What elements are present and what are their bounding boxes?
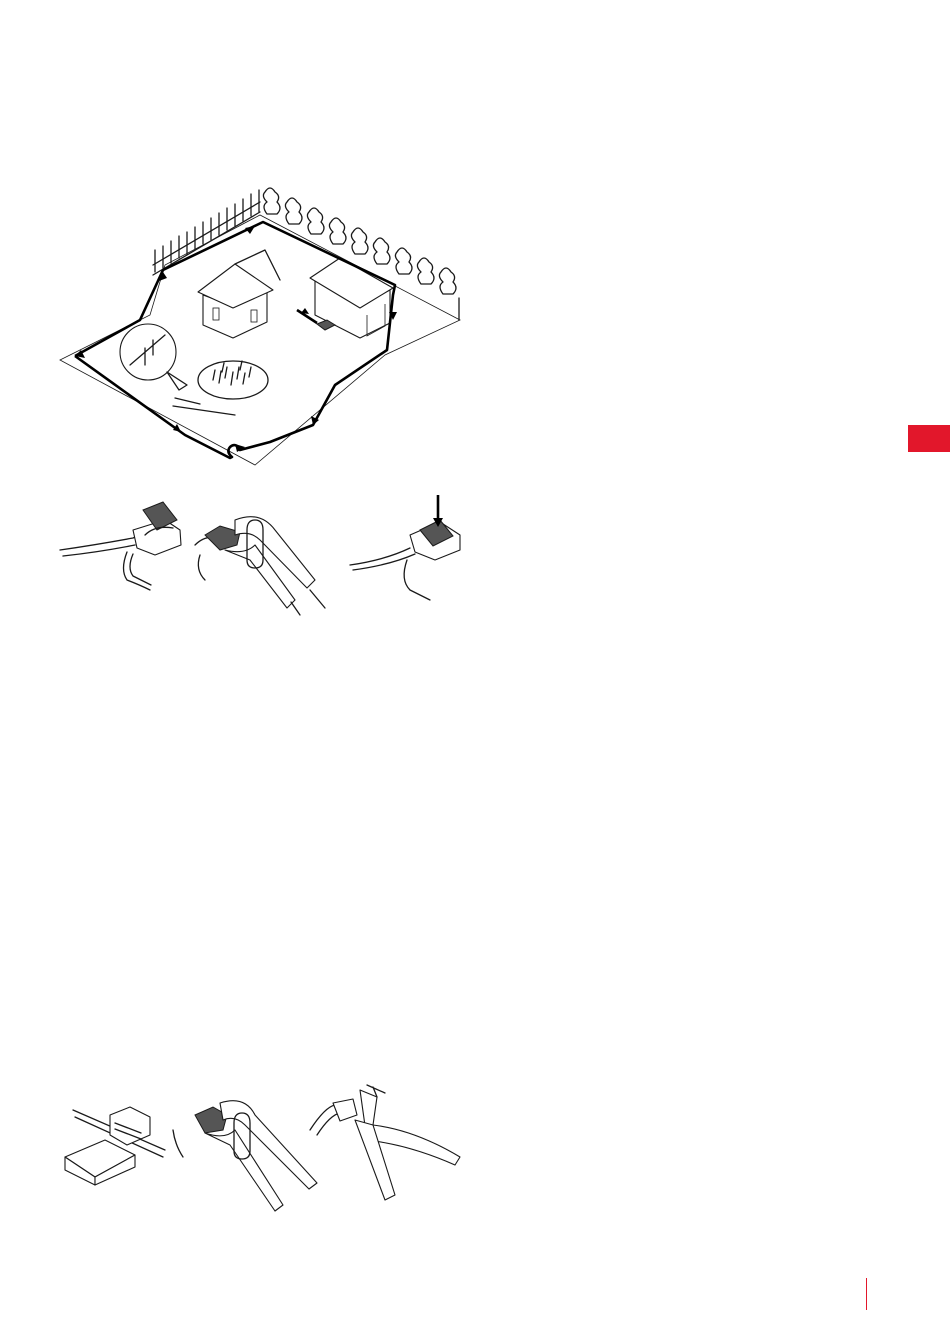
house-left xyxy=(198,250,280,338)
garden-boundary-diagram xyxy=(55,180,475,470)
wire-connector-icon xyxy=(60,502,181,590)
pliers-splice-icon xyxy=(173,1101,317,1211)
connector-press-sequence xyxy=(55,490,475,615)
splice-clip-icon xyxy=(65,1107,165,1185)
wire-splice-sequence xyxy=(55,1085,475,1220)
pressed-connector-icon xyxy=(350,495,460,600)
section-tab-marker xyxy=(908,425,950,452)
pliers-icon xyxy=(195,517,325,615)
page-number-divider xyxy=(866,1278,867,1310)
wire-cutter-icon xyxy=(310,1085,460,1200)
flower-bed-island xyxy=(198,361,268,399)
